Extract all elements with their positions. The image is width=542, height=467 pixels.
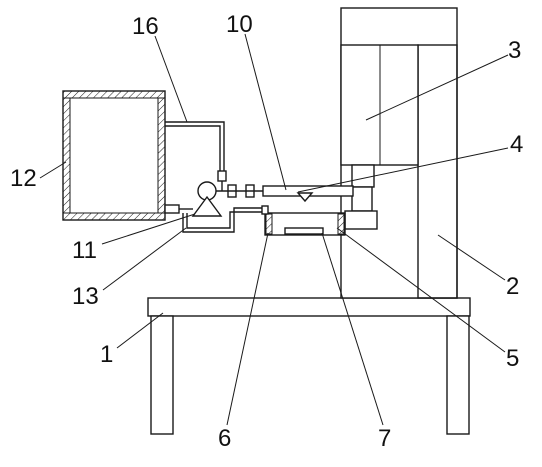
- callout-4: 4: [510, 131, 523, 158]
- callout-7: 7: [378, 425, 391, 452]
- table-top: [147, 297, 471, 317]
- leader-10: [244, 33, 287, 191]
- callout-6: 6: [218, 425, 231, 452]
- leader-4: [297, 147, 509, 193]
- leader-6: [226, 232, 269, 426]
- callout-16: 16: [132, 13, 159, 40]
- callout-12: 12: [10, 165, 37, 192]
- return-pipe: [165, 121, 227, 191]
- pump-assembly: [164, 181, 269, 233]
- tank-hatch-bottom: [62, 212, 166, 221]
- press-head: [351, 186, 373, 212]
- callout-11: 11: [72, 237, 97, 264]
- leader-7: [321, 232, 384, 426]
- callout-2: 2: [506, 273, 519, 300]
- tank-hatch-left: [62, 97, 71, 214]
- return-pipe-inner: [165, 125, 221, 175]
- workpiece-slot: [284, 227, 324, 235]
- leader-11: [101, 213, 196, 245]
- callout-5: 5: [506, 345, 519, 372]
- tank-outlet: [164, 204, 180, 214]
- fixture-hatch-left: [265, 213, 273, 235]
- pipe-13-inner: [186, 211, 262, 229]
- pipe-13-fitting: [261, 205, 269, 215]
- leader-13: [102, 227, 187, 291]
- callout-3: 3: [508, 37, 521, 64]
- tank-hatch-right: [157, 97, 166, 214]
- leader-2: [437, 234, 506, 281]
- table-leg-right: [446, 315, 470, 435]
- table: [147, 297, 471, 435]
- table-leg-left: [150, 315, 174, 435]
- column-upright: [417, 44, 458, 299]
- pump-housing: [191, 195, 223, 217]
- return-pipe-outer: [165, 121, 225, 175]
- fixture-hatch-right: [337, 213, 345, 235]
- callout-10: 10: [226, 11, 253, 38]
- callout-13: 13: [72, 283, 99, 310]
- piston-rod: [351, 164, 375, 188]
- callout-1: 1: [100, 341, 113, 368]
- cylinder: [340, 44, 419, 188]
- nozzle-assembly: [216, 184, 354, 203]
- leader-5: [336, 227, 506, 353]
- leader-16: [154, 35, 188, 123]
- leader-lines: [39, 33, 509, 426]
- tank-outer: [62, 90, 166, 221]
- leader-12: [39, 161, 67, 179]
- leader-1: [116, 312, 164, 349]
- callout-labels: 16 10 3 4 12 2 11 13 1 5 6 7: [10, 11, 523, 452]
- nozzle-tip: [296, 192, 314, 203]
- fixture-plate: [344, 210, 378, 230]
- tank: [62, 90, 166, 221]
- pipe-13-outer: [182, 207, 262, 233]
- leader-3: [365, 54, 509, 121]
- return-valve: [217, 170, 227, 182]
- fixture-assembly: [264, 186, 378, 236]
- tank-hatch-top: [62, 90, 166, 99]
